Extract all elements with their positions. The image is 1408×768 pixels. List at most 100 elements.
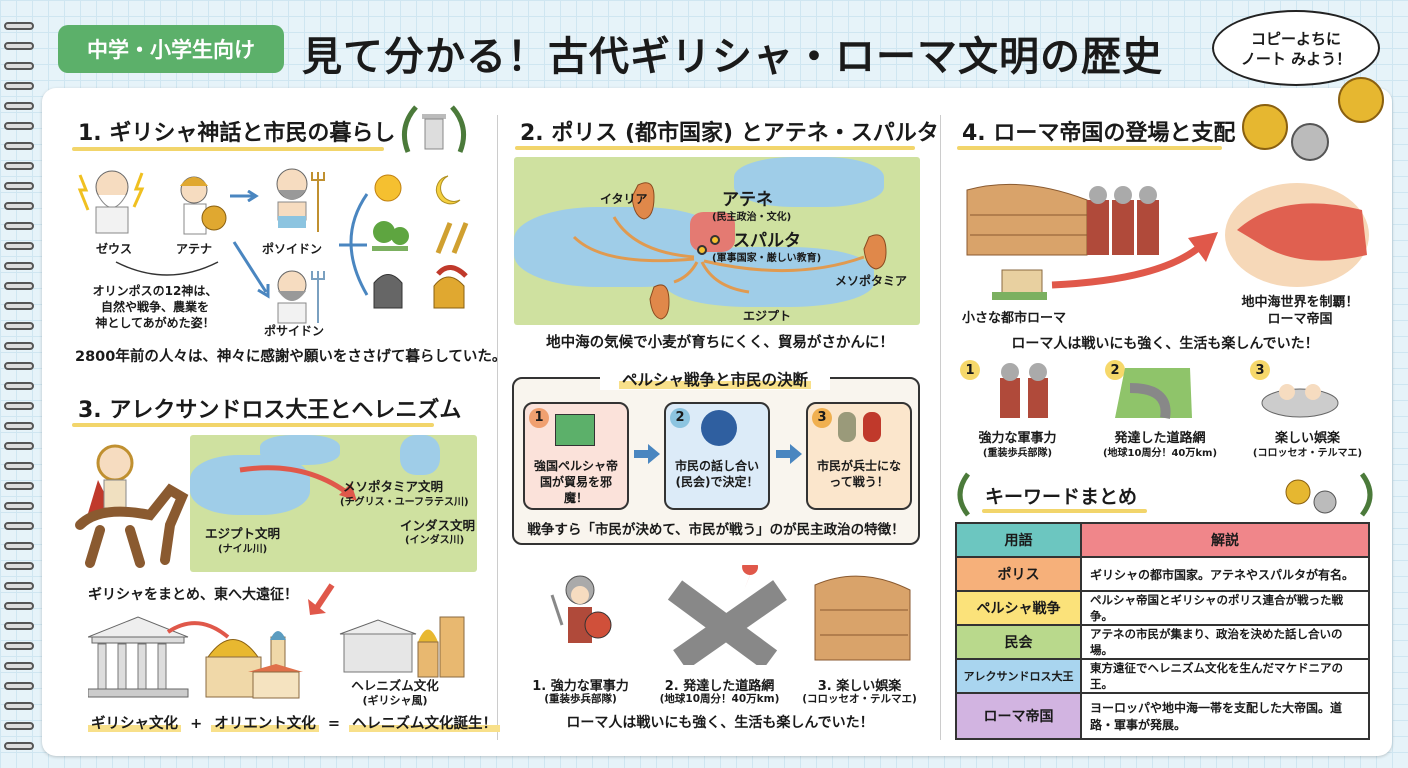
expedition-text: ギリシャをまとめ、東へ大遠征！	[88, 587, 298, 603]
branch-arrows-icon	[339, 193, 369, 296]
bubble-text: コピーよちに	[1250, 30, 1341, 48]
hellenism-label: ヘレニズム文化(ギリシャ風)	[351, 678, 439, 707]
rome-item-sub: (地球10周分！40万km)	[659, 693, 780, 705]
map-label: (チグリス・ユーフラテス川)	[340, 497, 469, 508]
small-rome-label: 小さな都市ローマ	[962, 311, 1067, 326]
map-label: (軍事国家・厳しい教育)	[712, 253, 822, 264]
helmet-icon	[373, 274, 403, 309]
gods-caption: オリンポスの12神は、自然や戦争、農業を神としてあがめた姿！	[92, 284, 218, 330]
item-number: 3	[1250, 360, 1270, 380]
amphora-icon	[631, 182, 655, 220]
god-label: アテナ	[176, 242, 213, 256]
table-cell: 民会	[955, 624, 1082, 660]
rome-item-label: 2. 発達した道路網	[664, 679, 775, 694]
section2-heading: 2. ポリス (都市国家) とアテネ・スパルタ	[520, 121, 939, 146]
table-cell: ギリシャの都市国家。アテネやスパルタが有名。	[1080, 556, 1370, 592]
table-cell: ペルシャ帝国とギリシャのポリス連合が戦った戦争。	[1080, 590, 1370, 626]
bubble-text: ノート みよう！	[1240, 50, 1352, 68]
small-town-icon	[992, 269, 1047, 300]
amphora-icon	[863, 234, 887, 270]
expedition-arrow	[239, 465, 357, 501]
map-label: エジプト文明	[205, 526, 281, 541]
table-row: ペルシャ戦争ペルシャ帝国とギリシャのポリス連合が戦った戦争。	[955, 590, 1370, 626]
rome-item-sub: (コロッセオ・テルマエ)	[802, 693, 917, 705]
section4-tagline: ローマ人は戦いにも強く、生活も楽しんでいた！	[1011, 336, 1319, 352]
empire-label: 地中海世界を制覇！ローマ帝国	[1241, 295, 1359, 327]
wheat-icon	[435, 222, 469, 254]
map-label: イタリア	[600, 192, 648, 206]
hellenism-map	[190, 435, 477, 572]
persian-war-title: ペルシャ戦争と市民の決断	[600, 368, 830, 390]
arrow-icon	[232, 241, 270, 299]
down-arrow-icon	[308, 583, 335, 615]
god-label: ポソイドン	[262, 242, 323, 256]
tree-icon	[372, 246, 408, 251]
heading-underline	[982, 509, 1147, 513]
table-cell: ヨーロッパや地中海一帯を支配した大帝国。道路・軍事が発展。	[1080, 692, 1370, 740]
poseidon-figure	[276, 168, 325, 232]
table-row: アレクサンドロス大王東方遠征でヘレニズム文化を生んだマケドニアの王。	[955, 658, 1370, 694]
god-label: ポサイドン	[264, 324, 325, 338]
god-label: ゼウス	[96, 242, 133, 256]
coins-icon	[1242, 77, 1384, 161]
section1-heading: 1. ギリシャ神話と市民の暮らし	[78, 121, 396, 146]
rome-illustrations	[550, 565, 911, 665]
table-header-row: 用語解説	[955, 522, 1370, 558]
table-cell: アレクサンドロス大王	[955, 658, 1082, 694]
poseidon-figure-2	[277, 270, 325, 324]
item-number: 1	[960, 360, 980, 380]
rome-footer: ローマ人は戦いにも強く、生活も楽しんでいた！	[566, 715, 874, 731]
rome-feature-icons	[1000, 363, 1339, 419]
keywords-table: 用語解説 ポリスギリシャの都市国家。アテネやスパルタが有名。 ペルシャ戦争ペルシ…	[955, 522, 1370, 740]
rome-expansion-illustration	[966, 183, 1369, 300]
alexander-horse-figure	[75, 444, 189, 568]
zeus-figure	[77, 170, 145, 234]
column-header: 用語	[955, 522, 1082, 558]
table-row: ローマ帝国ヨーロッパや地中海一帯を支配した大帝国。道路・軍事が発展。	[955, 692, 1370, 740]
moon-icon	[435, 175, 461, 205]
assembly-icon	[701, 410, 737, 446]
thermae-icon	[1261, 384, 1339, 418]
table-cell: 東方遠征でヘレニズム文化を生んだマケドニアの王。	[1080, 658, 1370, 694]
rome-item-sub: (重装歩兵部隊)	[544, 693, 617, 705]
hellenistic-building-icon	[339, 616, 465, 678]
roman-soldiers-icon	[1087, 186, 1159, 255]
feature-label: 楽しい娯楽	[1274, 431, 1340, 446]
arrow-icon	[634, 444, 660, 464]
map-label: インダス文明	[400, 518, 476, 533]
map-label: スパルタ	[733, 231, 801, 251]
rome-item-label: 3. 楽しい娯楽	[817, 679, 902, 694]
colosseum-icon	[814, 575, 911, 661]
soldiers-icon	[1000, 363, 1048, 418]
road-icon	[1115, 368, 1192, 419]
map-label: メソポタミア文明	[343, 479, 444, 494]
rome-item-label: 1. 強力な軍事力	[532, 679, 629, 694]
spartan-helmet-icon	[433, 276, 465, 309]
culture-equation: ギリシャ文化 + オリエント文化 = ヘレニズム文化誕生！	[88, 712, 501, 733]
speech-bubble: コピーよちにノート みよう！	[1212, 10, 1380, 86]
table-row: ポリスギリシャの都市国家。アテネやスパルタが有名。	[955, 556, 1370, 592]
feature-sub: (重装歩兵部隊)	[982, 448, 1053, 459]
section2-caption: 地中海の気候で小麦が育ちにくく、貿易がさかんに！	[546, 335, 894, 351]
heading-underline	[957, 146, 1222, 150]
trade-arrows	[572, 182, 887, 320]
column-header: 解説	[1080, 522, 1370, 558]
double-arrow-icon	[115, 261, 219, 276]
buildings-illustration	[88, 616, 465, 699]
map-label: (ナイル川)	[218, 544, 268, 555]
greek-temple-icon	[88, 616, 189, 698]
soldier-icon	[838, 412, 856, 442]
feature-label: 発達した道路網	[1114, 431, 1206, 446]
sun-icon	[374, 174, 402, 202]
road-icon	[667, 565, 787, 665]
table-row: 民会アテネの市民が集まり、政治を決めた話し合いの場。	[955, 624, 1370, 660]
section3-heading: 3. アレクサンドロス大王とヘレニズム	[78, 398, 462, 423]
table-cell: ローマ帝国	[955, 692, 1082, 740]
orient-building-icon	[205, 631, 303, 699]
table-cell: ポリス	[955, 556, 1082, 592]
table-cell: ペルシャ戦争	[955, 590, 1082, 626]
arrow-icon	[776, 444, 802, 464]
